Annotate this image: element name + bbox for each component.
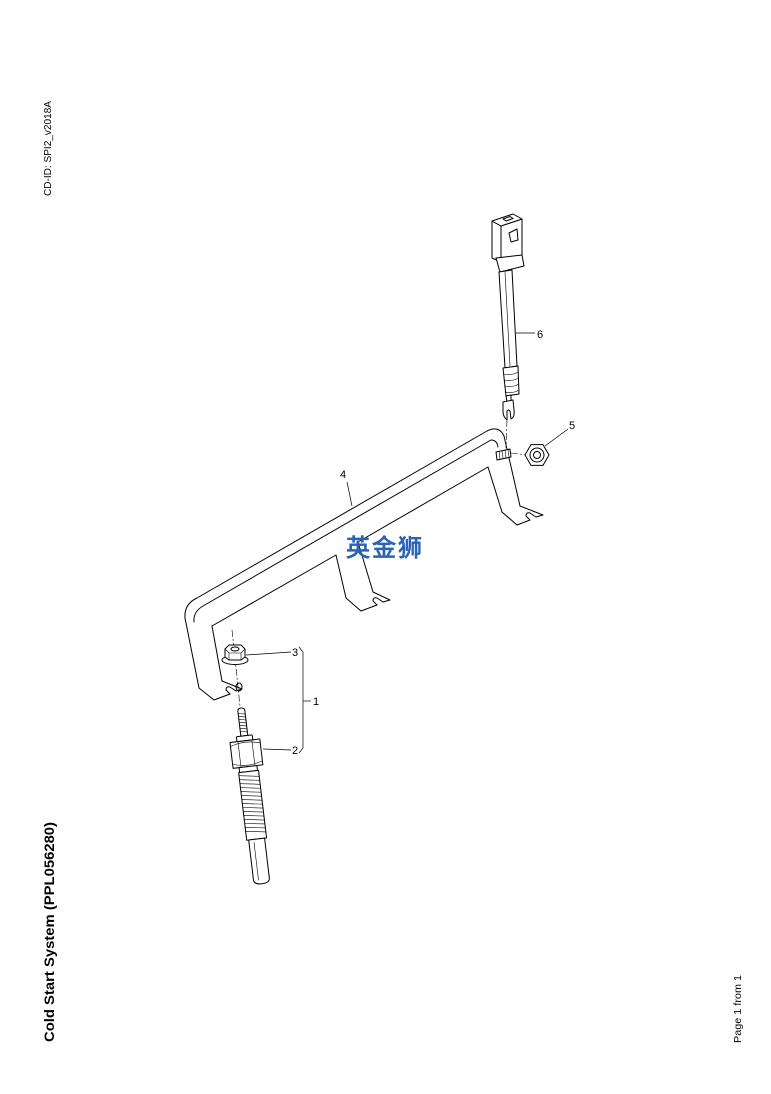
bracket-bottom-edge-right [357, 466, 489, 543]
glow-plug-centerline [231, 629, 241, 707]
bracket-left-foot-slot [225, 686, 237, 695]
callout-3: 3 [292, 647, 298, 659]
leader-3 [245, 651, 292, 656]
bracket-middle-leg-left [335, 554, 347, 599]
nut-5-hex [524, 444, 550, 466]
bracket-outer-edge [184, 430, 488, 689]
bracket-right-foot [501, 505, 544, 526]
leader-5 [544, 428, 569, 447]
glow-plug-part [229, 707, 270, 885]
bracket-right-end [486, 428, 521, 507]
leader-2 [262, 748, 292, 751]
bracket-right-foot-slot [525, 512, 537, 521]
bracket-middle-leg-right [357, 541, 374, 593]
bracket-left-leg-inner [211, 625, 223, 682]
callout-2: 2 [292, 745, 298, 757]
glow-plug-tube-highlight [253, 842, 259, 881]
nut-5-washer-face [529, 447, 545, 463]
harness-cable [498, 269, 518, 369]
bracket-right-leg-left [487, 466, 503, 513]
harness-part [491, 213, 525, 421]
nut-3-hex-body [224, 644, 246, 661]
glow-plug-terminal-thread [237, 707, 249, 737]
nut-3-part [221, 644, 249, 665]
bracket-right-end-inner [490, 439, 499, 448]
glow-plug-hex [229, 738, 264, 769]
harness-cable-highlight [504, 271, 511, 367]
seal-ring [235, 682, 243, 692]
connector-boot [495, 254, 525, 273]
leader-4 [346, 481, 353, 507]
nut-3-hex-faces [224, 648, 246, 661]
callout-6: 6 [537, 329, 543, 341]
page-title: Cold Start System (PPL056280) [41, 822, 57, 1042]
watermark-text: 英金狮 [346, 534, 424, 562]
glow-plug-terminal-thread-lines [237, 713, 248, 733]
harness-sleeve-rings [503, 371, 520, 393]
nut-3-bore [230, 646, 240, 652]
glow-plug-thread-shank [238, 769, 268, 841]
bracket-middle-foot-slot [372, 597, 384, 606]
nut-5-centerline [510, 452, 528, 456]
fork-terminal [502, 399, 515, 421]
nut-5-bore [533, 451, 541, 459]
cd-id-label: CD-ID: SPI2_v2018A [43, 101, 54, 196]
callout-1: 1 [313, 696, 319, 708]
glow-plug-heater-tube [248, 837, 270, 885]
page-info-label: Page 1 from 1 [733, 975, 744, 1043]
bracket-top-inner-edge [193, 439, 492, 623]
connector-front-face [491, 220, 502, 263]
bracket-group-1 [298, 646, 304, 754]
bracket-stud-threads [498, 449, 510, 460]
glow-plug-hex-faces [230, 740, 263, 767]
callout-4: 4 [340, 469, 346, 481]
connector-latch [508, 228, 519, 243]
bracket-middle-foot [345, 591, 391, 612]
glow-plug-thread-lines [238, 775, 267, 833]
nut-5-part [524, 444, 550, 466]
callout-5: 5 [569, 420, 575, 432]
terminal-centerline [505, 419, 508, 449]
bracket-bottom-edge-left [211, 554, 337, 627]
connector-top-slot [502, 216, 514, 222]
